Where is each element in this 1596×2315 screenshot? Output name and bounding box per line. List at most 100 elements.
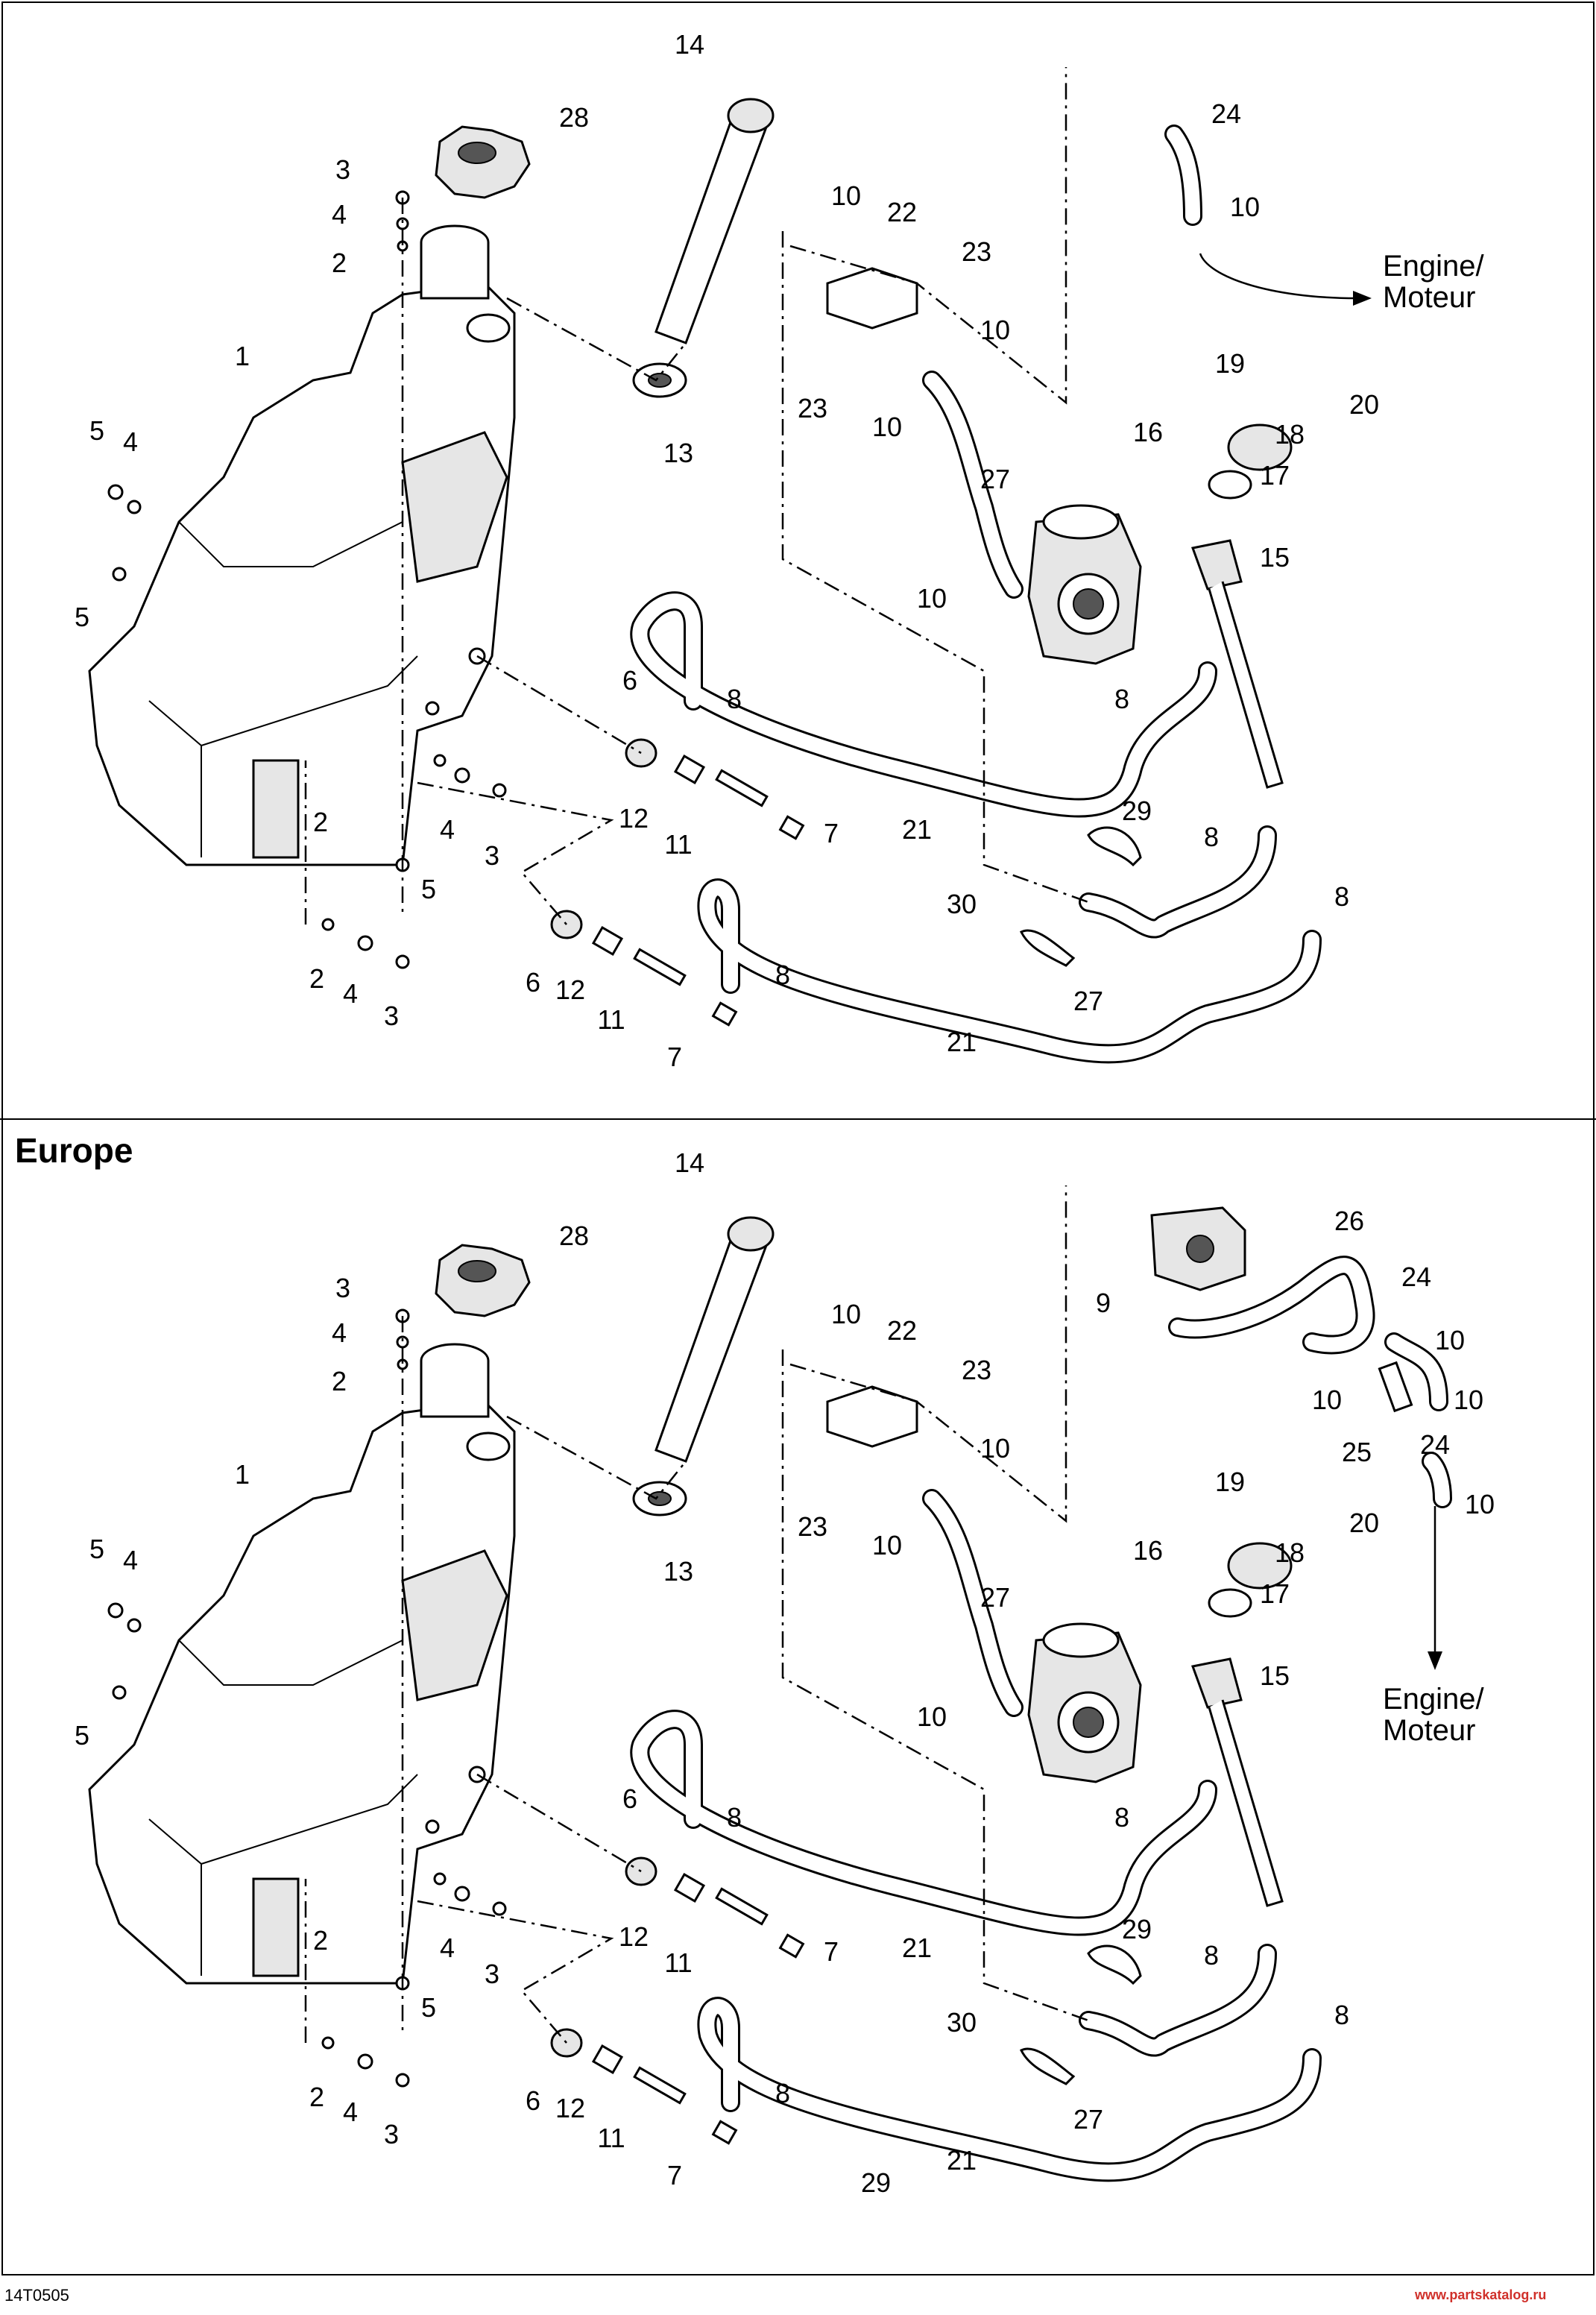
callout-8: 8 (775, 960, 790, 990)
callout-10: 10 (1454, 1385, 1483, 1415)
callout-11: 11 (664, 1947, 692, 1978)
callout-17: 17 (1260, 1578, 1290, 1609)
watermark-url: www.partskatalog.ru (1415, 2287, 1547, 2302)
drawing-code: 14T0505 (4, 2286, 69, 2305)
callout-23: 23 (798, 1511, 827, 1542)
callout-2: 2 (313, 807, 328, 837)
callout-10: 10 (1312, 1385, 1342, 1415)
callout-15: 15 (1260, 542, 1290, 573)
callout-10: 10 (980, 1433, 1010, 1464)
callout-7: 7 (667, 1042, 682, 1072)
callout-5: 5 (75, 602, 89, 632)
callout-10: 10 (1230, 192, 1260, 222)
callout-11: 11 (597, 1004, 625, 1035)
callout-18: 18 (1275, 1537, 1305, 1568)
callout-10: 10 (980, 315, 1010, 345)
callout-8: 8 (1204, 1940, 1219, 1971)
callout-5: 5 (421, 874, 436, 904)
callout-20: 20 (1349, 1508, 1379, 1538)
callout-3: 3 (485, 1959, 499, 1989)
callout-3: 3 (384, 2119, 399, 2149)
section-title-europe: Europe (15, 1131, 133, 1170)
callout-7: 7 (667, 2160, 682, 2190)
callout-23: 23 (798, 393, 827, 423)
standard-assembly (89, 67, 1372, 1053)
callout-4: 4 (123, 426, 138, 457)
callout-4: 4 (343, 2097, 358, 2127)
callout-12: 12 (555, 2093, 585, 2123)
callout-17: 17 (1260, 460, 1290, 491)
callout-8: 8 (1114, 1802, 1129, 1833)
callout-7: 7 (824, 1936, 839, 1967)
callout-13: 13 (663, 1556, 693, 1587)
callout-19: 19 (1215, 348, 1245, 379)
callout-28: 28 (559, 1221, 589, 1251)
callout-12: 12 (619, 803, 649, 834)
callout-21: 21 (947, 2145, 977, 2176)
callout-11: 11 (664, 829, 692, 860)
callout-1: 1 (235, 1459, 250, 1490)
callout-12: 12 (619, 1921, 649, 1952)
callout-12: 12 (555, 974, 585, 1005)
callout-24: 24 (1211, 98, 1241, 129)
callout-4: 4 (440, 1933, 455, 1963)
callout-25: 25 (1342, 1437, 1372, 1467)
callout-5: 5 (89, 415, 104, 446)
callout-14: 14 (675, 29, 704, 60)
callout-23: 23 (962, 236, 991, 267)
callout-10: 10 (872, 412, 902, 442)
callout-8: 8 (1334, 2000, 1349, 2030)
callout-28: 28 (559, 102, 589, 133)
callout-6: 6 (526, 967, 540, 998)
callout-3: 3 (485, 840, 499, 871)
callout-9: 9 (1096, 1288, 1111, 1318)
callout-6: 6 (622, 665, 637, 696)
callout-10: 10 (831, 1299, 861, 1329)
callout-4: 4 (440, 814, 455, 845)
callout-30: 30 (947, 889, 977, 919)
callout-30: 30 (947, 2007, 977, 2038)
callout-11: 11 (597, 2123, 625, 2153)
callout-8: 8 (1334, 881, 1349, 912)
callout-27: 27 (1073, 2104, 1103, 2135)
callout-21: 21 (947, 1027, 977, 1057)
callout-6: 6 (526, 2085, 540, 2116)
callout-10: 10 (917, 1701, 947, 1732)
callout-4: 4 (343, 978, 358, 1009)
callout-29: 29 (861, 2167, 891, 2198)
destination-label: Engine/ (1383, 1683, 1485, 1716)
callout-7: 7 (824, 818, 839, 848)
callout-3: 3 (335, 154, 350, 185)
europe-assembly (89, 1185, 1452, 2172)
callout-5: 5 (421, 1992, 436, 2023)
callout-15: 15 (1260, 1660, 1290, 1691)
callout-5: 5 (89, 1534, 104, 1564)
callout-2: 2 (332, 248, 347, 278)
callout-1: 1 (235, 341, 250, 371)
callout-8: 8 (1204, 822, 1219, 852)
callout-18: 18 (1275, 419, 1305, 450)
callout-2: 2 (309, 2082, 324, 2112)
callout-16: 16 (1133, 417, 1163, 447)
callout-20: 20 (1349, 389, 1379, 420)
callout-4: 4 (332, 199, 347, 230)
callout-22: 22 (887, 197, 917, 227)
callout-4: 4 (332, 1317, 347, 1348)
callout-21: 21 (902, 1933, 932, 1963)
callout-19: 19 (1215, 1467, 1245, 1497)
callout-26: 26 (1334, 1206, 1364, 1236)
callout-2: 2 (309, 963, 324, 994)
callout-10: 10 (831, 180, 861, 211)
callout-29: 29 (1122, 796, 1152, 826)
callout-6: 6 (622, 1783, 637, 1814)
callout-8: 8 (727, 1802, 742, 1833)
callout-2: 2 (332, 1366, 347, 1396)
callout-10: 10 (872, 1530, 902, 1560)
callout-27: 27 (980, 464, 1010, 494)
destination-label: Engine/ (1383, 250, 1485, 283)
callout-23: 23 (962, 1355, 991, 1385)
callout-24: 24 (1401, 1262, 1431, 1292)
